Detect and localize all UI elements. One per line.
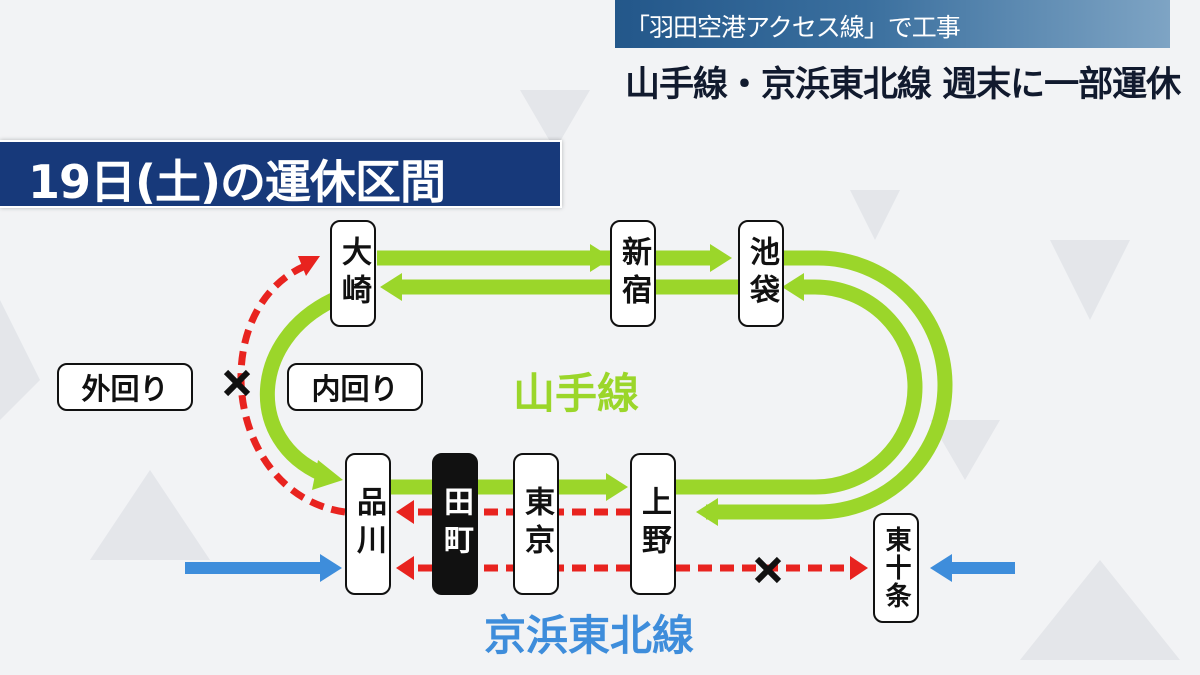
station-label: 上野 xyxy=(636,486,671,562)
arrow-left-icon xyxy=(396,500,414,524)
arrow-right-icon xyxy=(590,244,612,272)
suspended-arrows xyxy=(298,256,868,580)
keihin-tohoku-track xyxy=(185,554,1015,582)
station-label: 新宿 xyxy=(616,235,651,312)
suspended-outer-left xyxy=(237,262,346,516)
arrow-left-icon xyxy=(930,554,952,582)
arrow-left-icon xyxy=(782,273,804,301)
station-label: 東京 xyxy=(519,486,554,562)
station-tamachi: 田町 xyxy=(432,453,478,595)
station-ueno: 上野 xyxy=(630,453,676,595)
station-higashi-jujo: 東十条 xyxy=(873,513,919,623)
keihin-tohoku-line-label: 京浜東北線 xyxy=(484,611,695,660)
suspended-x-icon xyxy=(223,369,782,584)
yamanote-track xyxy=(259,250,953,520)
arrow-left-icon xyxy=(396,556,414,580)
page-title: 19日(土)の運休区間 xyxy=(28,155,446,209)
outer-right-track xyxy=(706,250,953,520)
arrow-right-icon xyxy=(850,556,868,580)
arrow-right-icon xyxy=(312,460,343,490)
station-label: 大崎 xyxy=(336,235,371,312)
arrow-right-icon xyxy=(710,244,732,272)
arrow-right-icon xyxy=(606,473,628,501)
outer-loop-label: 外回り xyxy=(57,363,193,411)
inner-right-track xyxy=(676,279,923,495)
station-shinagawa: 品川 xyxy=(345,453,391,595)
arrow-left-icon xyxy=(380,273,402,301)
inner-left-track xyxy=(259,293,337,481)
arrow-up-icon xyxy=(298,256,320,276)
arrow-right-icon xyxy=(320,554,342,582)
station-label: 池袋 xyxy=(744,235,779,312)
station-ikebukuro: 池袋 xyxy=(738,220,784,327)
header-subtitle: 「羽田空港アクセス線」で工事 xyxy=(625,13,961,42)
station-shinjuku: 新宿 xyxy=(610,220,656,327)
station-label: 品川 xyxy=(351,486,386,562)
station-label: 田町 xyxy=(438,486,473,562)
headline: 山手線・京浜東北線 週末に一部運休 xyxy=(625,65,1181,105)
title-banner: 19日(土)の運休区間 xyxy=(0,140,562,209)
arrow-left-icon xyxy=(696,498,718,526)
yamanote-arrows xyxy=(312,244,804,526)
header-subtitle-bar: 「羽田空港アクセス線」で工事 xyxy=(615,0,1170,48)
station-osaki: 大崎 xyxy=(330,220,376,327)
inner-loop-label: 内回り xyxy=(287,363,423,411)
yamanote-line-label: 山手線 xyxy=(513,369,640,418)
station-label: 東十条 xyxy=(881,526,911,610)
station-tokyo: 東京 xyxy=(513,453,559,595)
